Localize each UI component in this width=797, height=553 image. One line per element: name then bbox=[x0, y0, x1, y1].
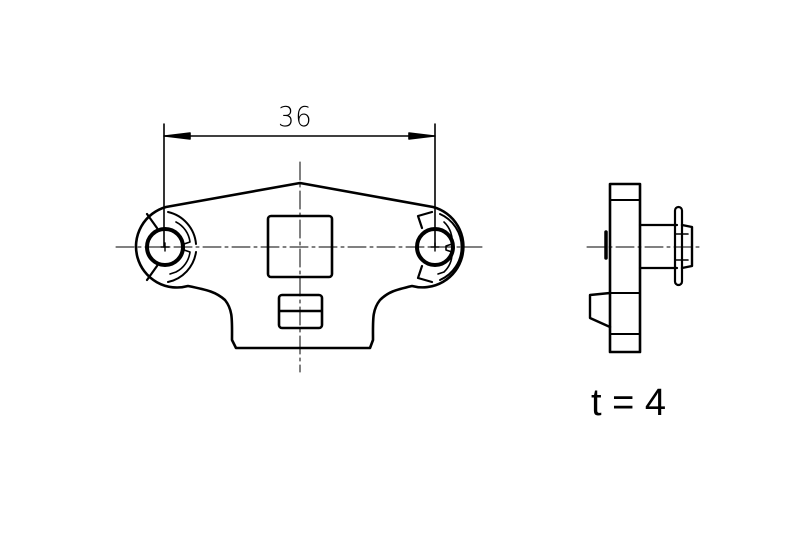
dimension-36 bbox=[163, 123, 436, 248]
dimension-label: 36 bbox=[278, 100, 313, 133]
plate-outline bbox=[134, 181, 465, 350]
center-lines bbox=[115, 161, 485, 373]
thickness-label: t = 4 bbox=[591, 382, 666, 424]
side-view bbox=[586, 182, 704, 354]
front-view bbox=[115, 123, 485, 373]
